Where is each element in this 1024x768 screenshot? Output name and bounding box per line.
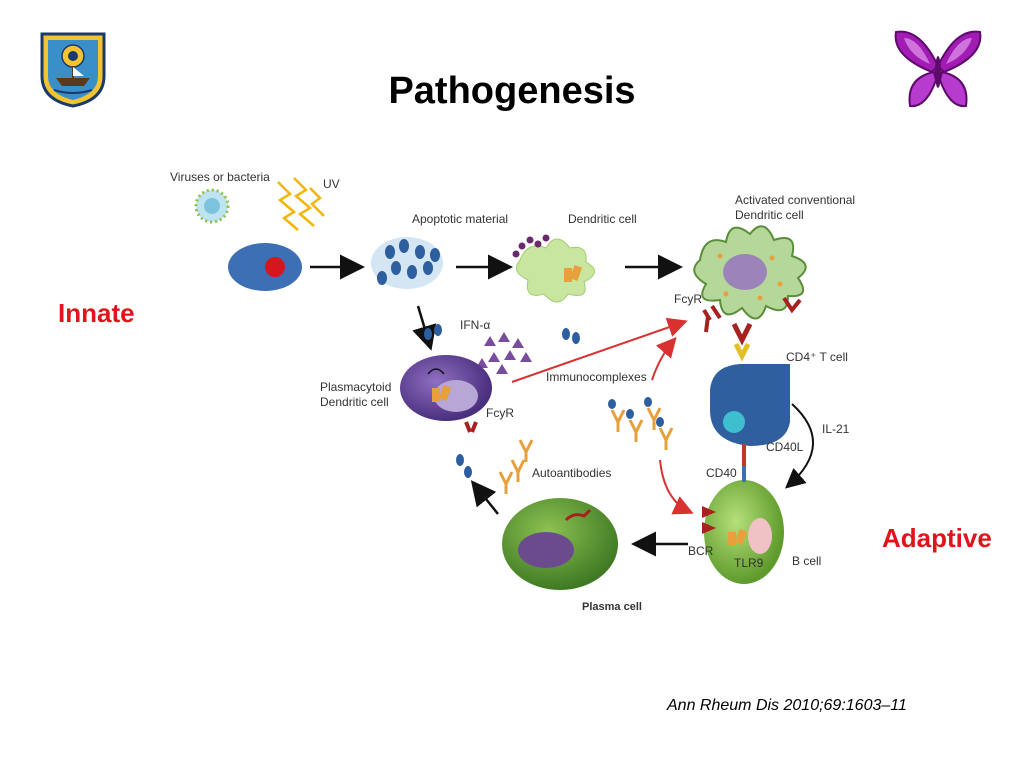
label-bcr: BCR (688, 544, 714, 558)
autoantibody-cluster (498, 439, 534, 494)
label-il21: IL-21 (822, 422, 850, 436)
label-activated-1: Activated conventional (735, 193, 856, 207)
label-cd4: CD4⁺ T cell (786, 350, 848, 364)
immunocomplex-cluster (610, 407, 674, 450)
plasma-cell (502, 498, 618, 590)
label-dendritic: Dendritic cell (568, 212, 637, 226)
label-ifn: IFN-α (460, 318, 491, 332)
virus-icon (194, 188, 230, 224)
ifn-alpha-particles (476, 332, 532, 374)
innate-label: Innate (58, 298, 135, 328)
diagram-graphics (194, 177, 814, 590)
activated-dendritic-cell (693, 225, 807, 346)
label-cd40l: CD40L (766, 440, 804, 454)
uv-rays-icon (277, 177, 325, 231)
plasmacytoid-dendritic-cell (400, 355, 492, 433)
dendritic-cell (512, 234, 595, 303)
label-cd40: CD40 (706, 466, 737, 480)
label-plasmacytoid-2: Dendritic cell (320, 395, 389, 409)
pathogenesis-diagram: Viruses or bacteria UV Apoptotic materia… (160, 160, 880, 620)
adaptive-label: Adaptive (882, 523, 992, 553)
label-tlr9: TLR9 (734, 556, 764, 570)
label-fcyr-left: FcyR (486, 406, 514, 420)
university-seal-logo (40, 32, 106, 108)
cd4-t-cell (710, 364, 790, 466)
butterfly-icon (894, 30, 982, 108)
label-fcyr-right: FcyR (674, 292, 702, 306)
label-autoantibodies: Autoantibodies (532, 466, 612, 480)
label-plasma: Plasma cell (582, 601, 642, 613)
apoptotic-cluster (371, 237, 443, 289)
label-bcell: B cell (792, 554, 822, 568)
label-viruses: Viruses or bacteria (170, 170, 270, 184)
citation: Ann Rheum Dis 2010;69:1603–11 (667, 697, 907, 714)
b-cell (702, 466, 784, 584)
label-activated-2: Dendritic cell (735, 208, 804, 222)
label-immunocomplexes: Immunocomplexes (546, 370, 647, 384)
label-uv: UV (323, 177, 340, 191)
label-apoptotic: Apoptotic material (412, 212, 509, 226)
label-plasmacytoid-1: Plasmacytoid (320, 380, 392, 394)
source-cell (228, 243, 302, 291)
page-title: Pathogenesis (388, 70, 636, 112)
